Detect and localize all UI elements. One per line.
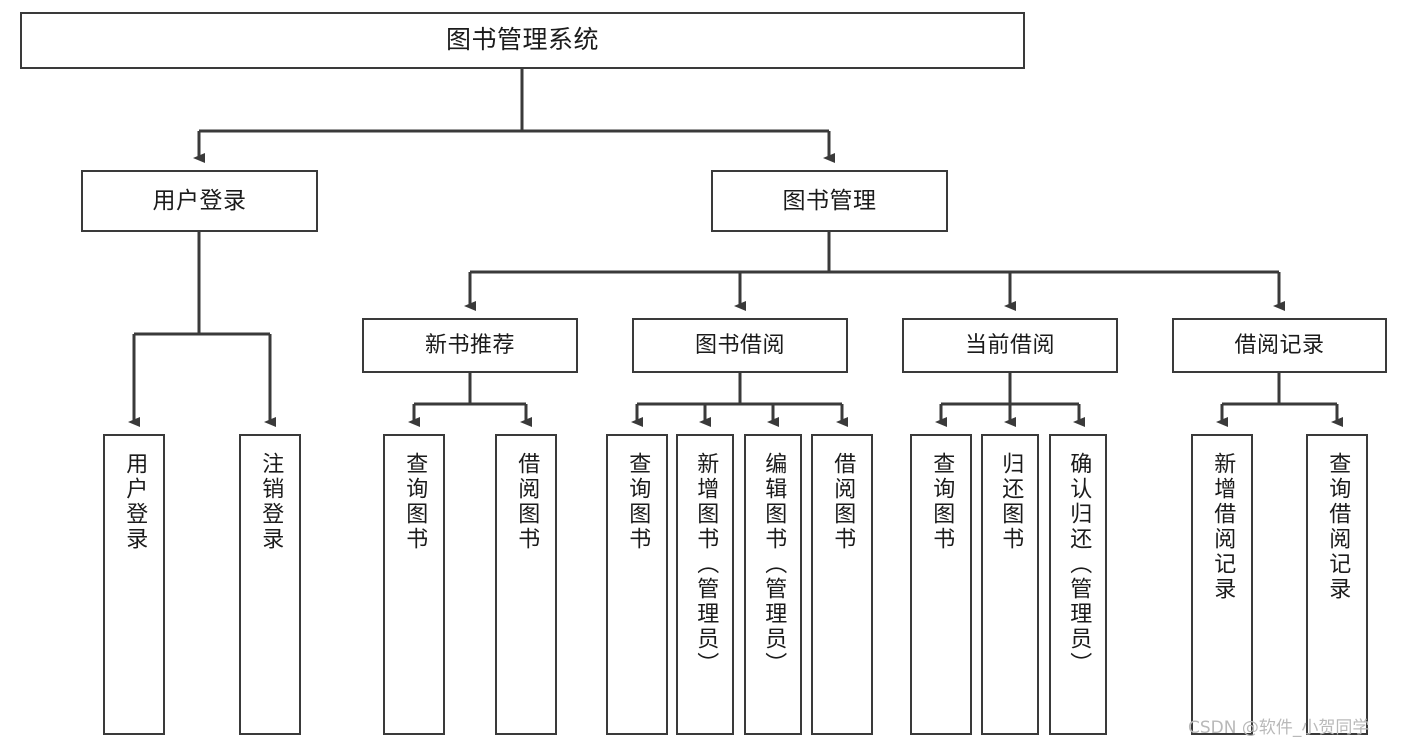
node-leaf-query-book-borrow[interactable]: 查询图书 [606, 434, 668, 735]
node-label: 借阅记录 [1234, 332, 1325, 358]
node-user-login[interactable]: 用户登录 [81, 170, 318, 232]
node-label: 编辑图书（管理员） [761, 452, 787, 677]
node-label: 确认归还（管理员） [1066, 452, 1092, 677]
node-leaf-return-book[interactable]: 归还图书 [981, 434, 1039, 735]
node-leaf-borrow-book-recommend[interactable]: 借阅图书 [495, 434, 557, 735]
node-leaf-query-borrow-record[interactable]: 查询借阅记录 [1306, 434, 1368, 735]
node-book-management[interactable]: 图书管理 [711, 170, 948, 232]
node-root-book-management-system[interactable]: 图书管理系统 [20, 12, 1025, 69]
node-label: 归还图书 [998, 452, 1024, 552]
node-label: 当前借阅 [964, 332, 1055, 358]
node-label: 图书管理 [782, 187, 877, 214]
node-label: 图书借阅 [694, 332, 785, 358]
node-leaf-user-login[interactable]: 用户登录 [103, 434, 165, 735]
node-label: 用户登录 [122, 452, 148, 552]
node-label: 借阅图书 [830, 452, 856, 552]
node-label: 新增图书（管理员） [693, 452, 719, 677]
node-label: 注销登录 [258, 452, 284, 552]
node-label: 查询图书 [929, 452, 955, 552]
node-label: 查询图书 [625, 452, 651, 552]
node-label: 新增借阅记录 [1210, 452, 1236, 602]
node-leaf-query-book-recommend[interactable]: 查询图书 [383, 434, 445, 735]
node-book-borrow[interactable]: 图书借阅 [632, 318, 848, 373]
node-label: 查询借阅记录 [1325, 452, 1351, 602]
node-label: 用户登录 [152, 187, 247, 214]
node-borrow-record[interactable]: 借阅记录 [1172, 318, 1387, 373]
node-label: 借阅图书 [514, 452, 540, 552]
node-leaf-query-book-current[interactable]: 查询图书 [910, 434, 972, 735]
node-current-borrow[interactable]: 当前借阅 [902, 318, 1118, 373]
node-leaf-edit-book[interactable]: 编辑图书（管理员） [744, 434, 802, 735]
node-leaf-borrow-book[interactable]: 借阅图书 [811, 434, 873, 735]
csdn-watermark: CSDN @软件_小贺同学 [1188, 718, 1370, 738]
node-label: 新书推荐 [424, 332, 515, 358]
node-new-book-recommend[interactable]: 新书推荐 [362, 318, 578, 373]
node-leaf-add-book[interactable]: 新增图书（管理员） [676, 434, 734, 735]
node-leaf-user-logout[interactable]: 注销登录 [239, 434, 301, 735]
node-leaf-confirm-return[interactable]: 确认归还（管理员） [1049, 434, 1107, 735]
node-label: 查询图书 [402, 452, 428, 552]
node-label: 图书管理系统 [445, 25, 599, 55]
node-leaf-add-borrow-record[interactable]: 新增借阅记录 [1191, 434, 1253, 735]
